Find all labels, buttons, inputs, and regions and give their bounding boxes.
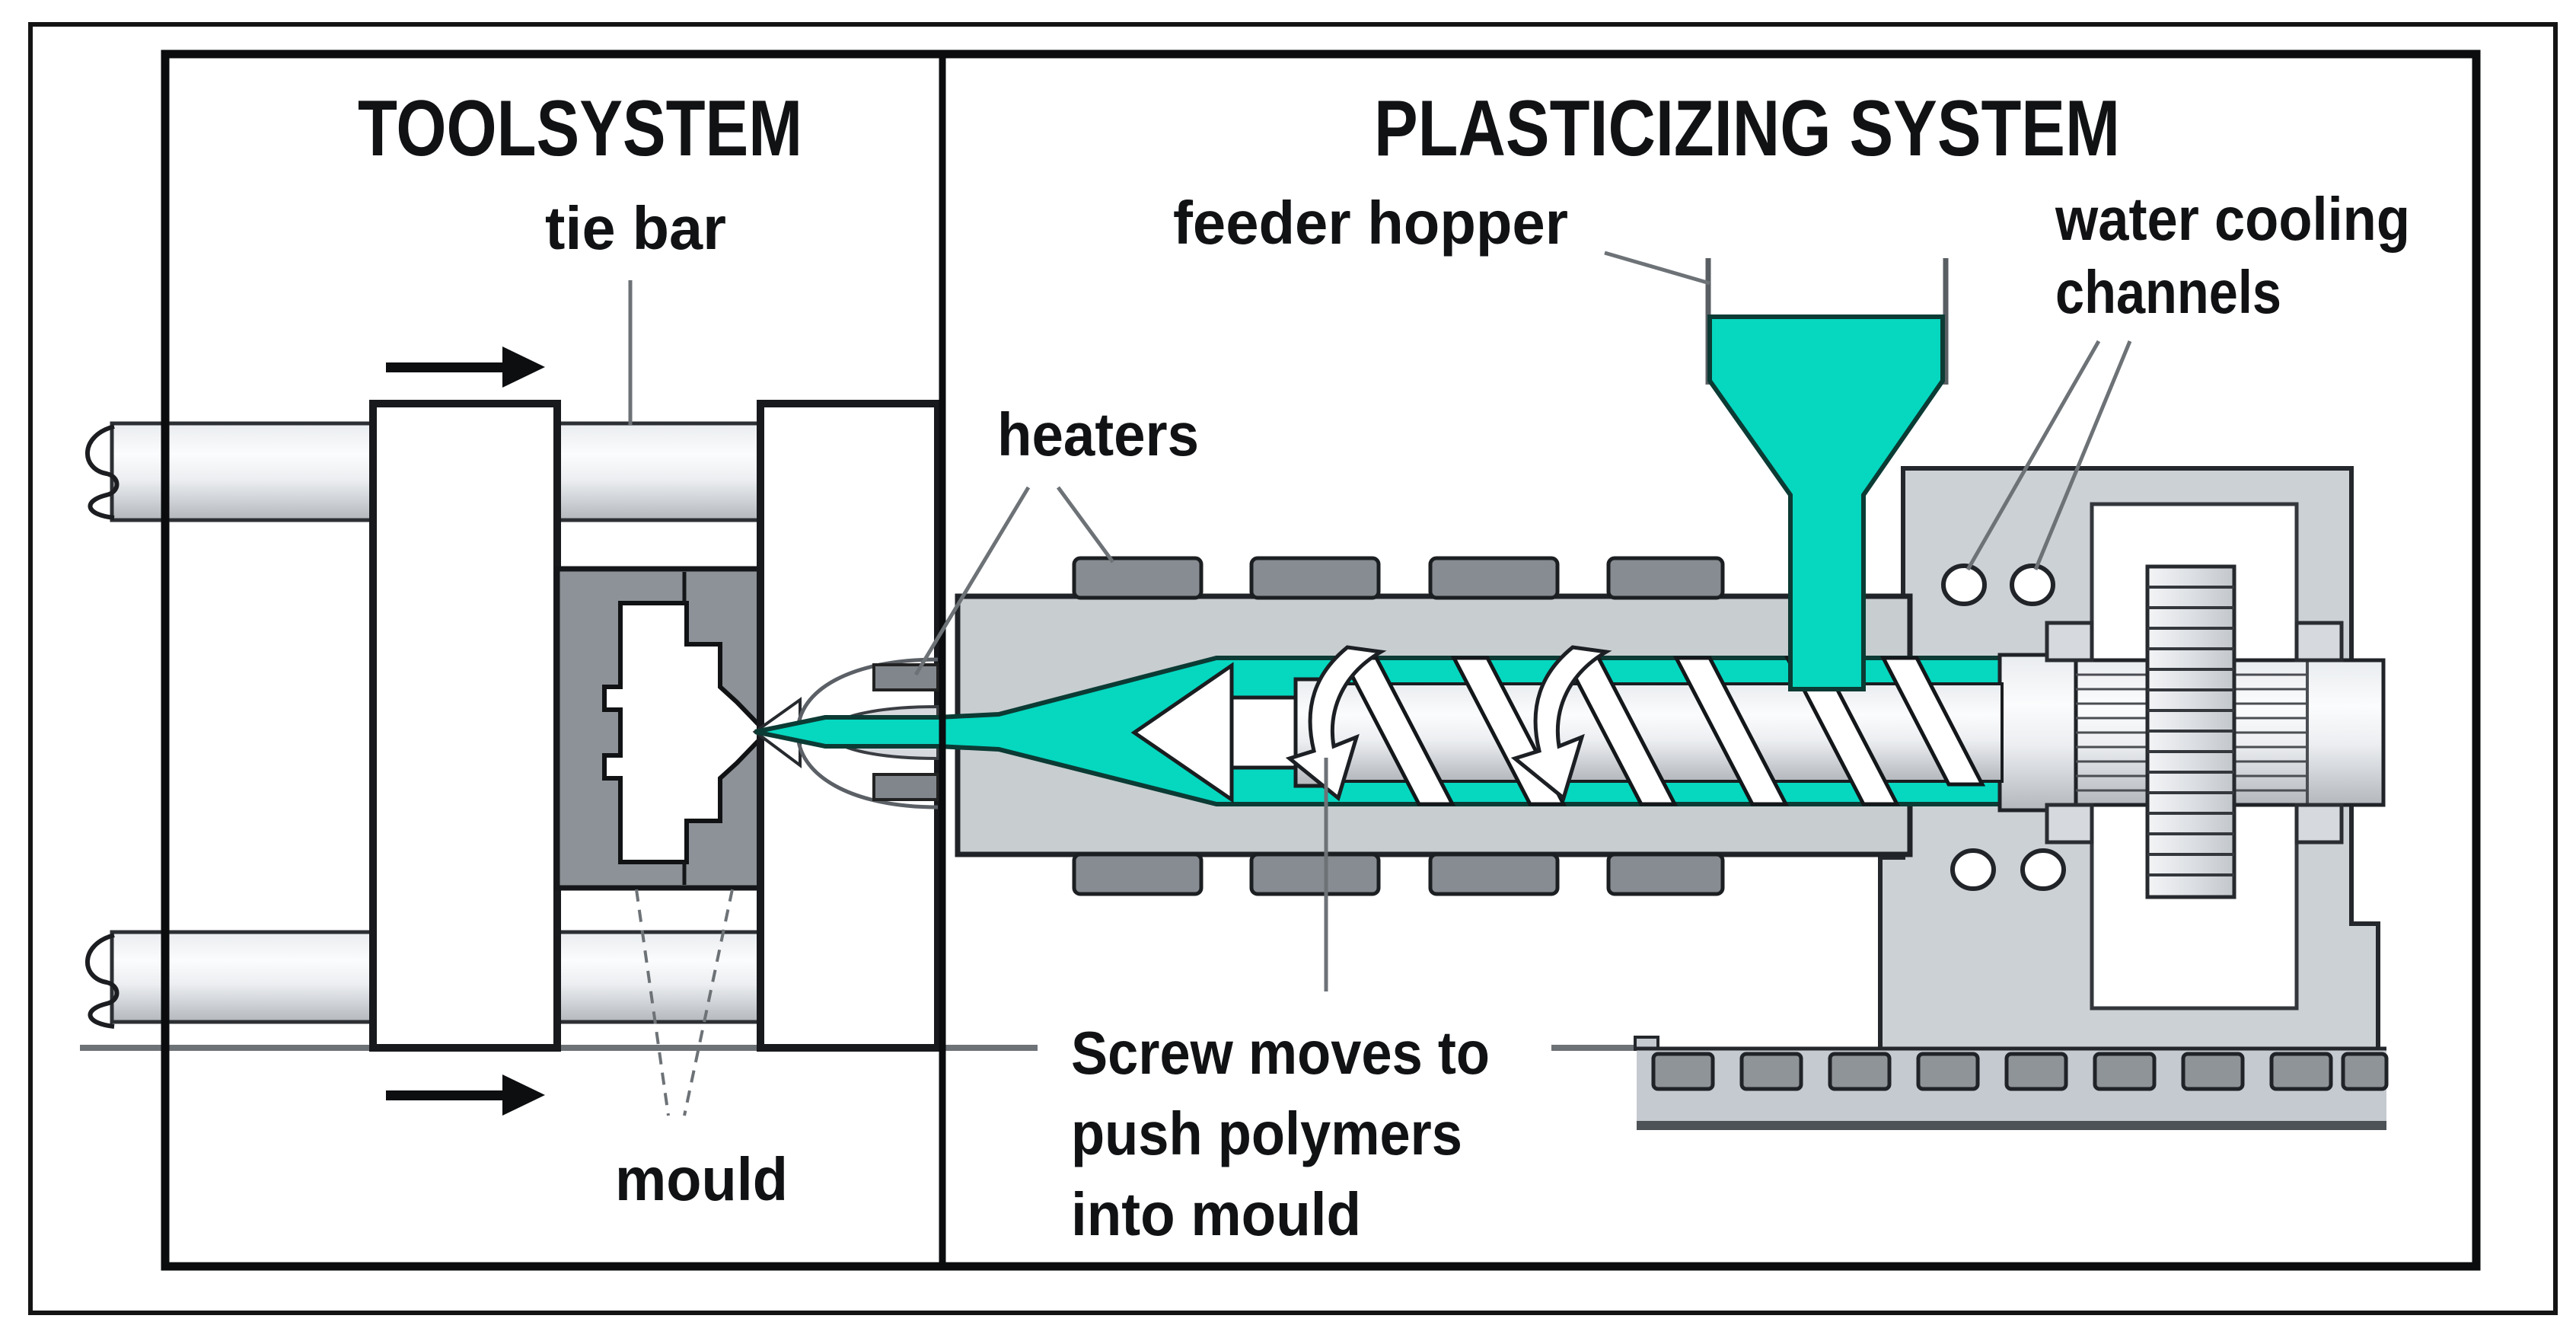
leader-mould [683,889,734,1116]
leader-water-cooling [2033,340,2132,570]
bearing-block [2045,621,2094,663]
tie-bar-break-curl [85,424,120,520]
hopper-polymer-fill [1707,314,1945,691]
base-slot [1651,1052,1715,1091]
label-mould: mould [615,1145,788,1213]
screw-rotation-arrow [1285,645,1387,802]
screw [1130,645,2004,806]
leader-mould [635,889,670,1116]
title-plasticizing-system: PLASTICIZING SYSTEM [1374,85,2120,173]
water-cooling-channels [1941,564,2066,891]
bearing-block [2294,803,2344,845]
base-slot [2269,1052,2333,1091]
base-slot [1916,1052,1980,1091]
water-cooling-channel-hole [2010,564,2055,606]
clamp-direction-arrow-bottom [386,1074,545,1116]
nozzle-heater-band [872,663,939,691]
heater-block [1428,852,1560,896]
drive-gear [2145,564,2236,899]
screw-flights [1339,656,1986,806]
label-water-cooling-line1: water cooling [2055,185,2410,253]
screw-rotation-arrow [1510,645,1612,802]
feeder-hopper [1705,258,1949,691]
label-screw-note-line2: push polymers [1071,1100,1462,1167]
base-slot [2004,1052,2068,1091]
label-screw-note-line1: Screw moves to [1071,1019,1490,1087]
bearing-blocks [2045,621,2344,845]
base-slot [2341,1052,2389,1091]
water-cooling-channel-hole [1950,848,1996,891]
base-slot [2181,1052,2245,1091]
base-slots [1651,1052,2389,1091]
label-heaters: heaters [997,401,1199,468]
bearing-block [2045,803,2094,845]
machine-base [1634,1036,2389,1130]
diagram-frame [161,49,2481,1271]
clamp-direction-arrow-top [386,346,545,388]
screw-flight [1672,656,1790,806]
heater-block [1249,852,1381,896]
label-screw-note-line3: into mould [1071,1180,1361,1248]
screw-shank-coupler [1997,653,2078,813]
screw-check-valve-neck [1229,695,1298,770]
heater-block [1428,556,1560,600]
mould-cavity [602,601,761,864]
nozzle-heater-band [872,773,939,801]
base-slot [1739,1052,1803,1091]
screw-flight [1879,656,1986,787]
bearing-block [2294,621,2344,663]
label-tie-bar: tie bar [545,194,726,262]
heater-block [1606,556,1725,600]
outer-frame [28,22,2558,1315]
water-cooling-channel-hole [2020,848,2066,891]
leader-water-cooling [1965,340,2101,571]
leader-heaters [1056,486,1115,564]
screw-root [1323,682,2004,783]
label-feeder-hopper: feeder hopper [1173,189,1568,257]
mould-block [554,566,764,891]
leader-feeder-hopper [1604,251,1710,286]
title-toolsystem: TOOLSYSTEM [358,85,802,173]
moving-platen [369,400,561,1052]
leader-heaters [913,486,1031,676]
base-slot [2093,1052,2157,1091]
heater-block [1072,556,1204,600]
heater-bands [1072,556,1725,896]
heater-block [1072,852,1204,896]
tie-bar-break-curl [85,933,120,1029]
label-water-cooling-line2: channels [2055,258,2281,326]
base-slot [1828,1052,1892,1091]
heater-block [1249,556,1381,600]
water-cooling-channel-hole [1941,564,1987,606]
heater-block [1606,852,1725,896]
